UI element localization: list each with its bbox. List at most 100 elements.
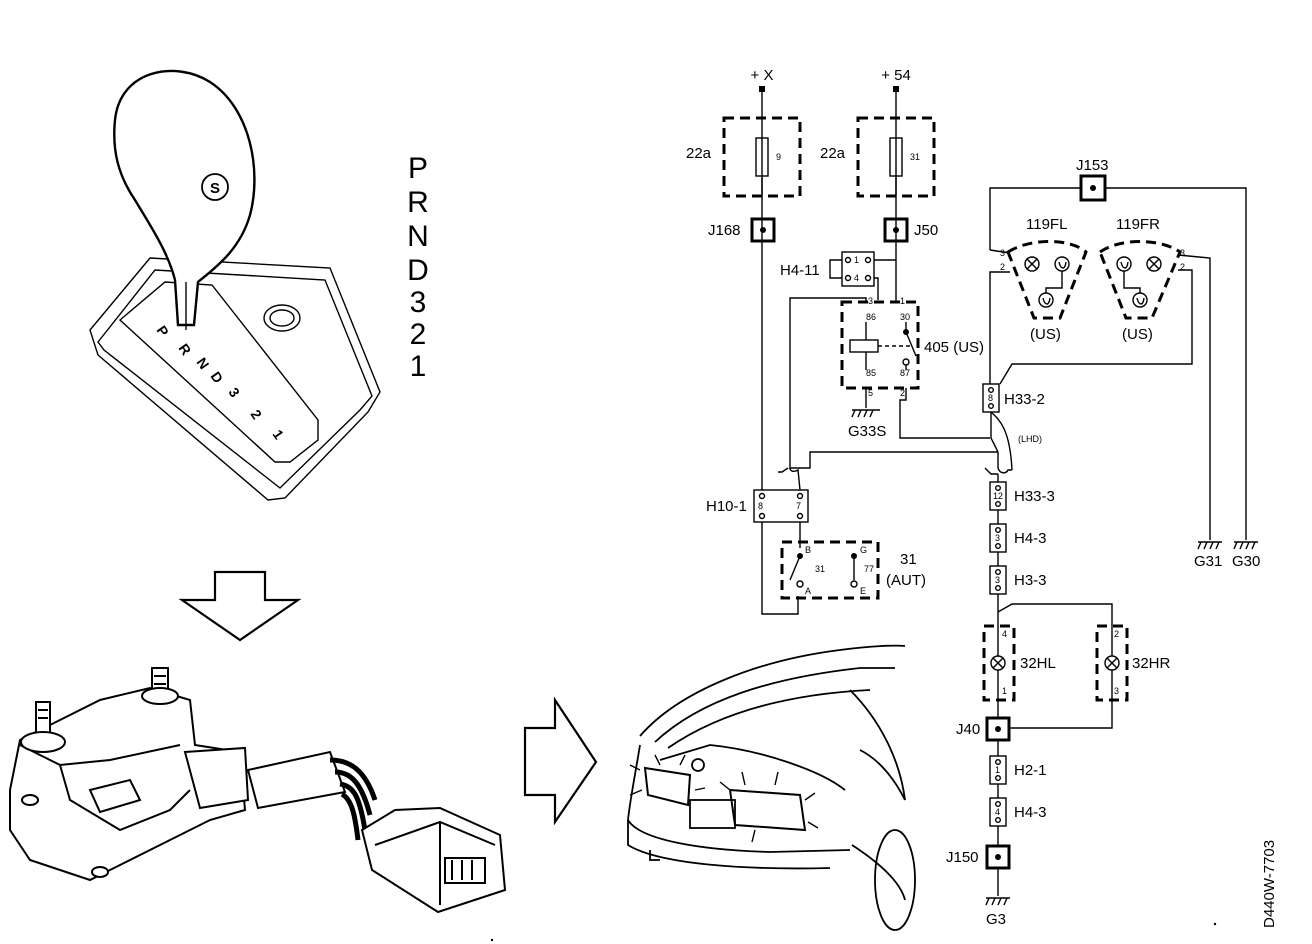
switch-pin-b: B (805, 545, 811, 555)
switch-inner-31: 31 (815, 564, 825, 574)
relay-wire-5: 5 (868, 388, 873, 398)
gate-label-p: P (154, 323, 172, 340)
gate-label-1: 1 (270, 427, 288, 443)
pin-h2-1: 1 (995, 765, 1000, 775)
connector-j50: J50 (883, 217, 938, 243)
ground-g3-label: G3 (986, 911, 1006, 928)
car-rear-illustration (627, 644, 916, 931)
connector-h2-1: 1 H2-1 (989, 755, 1047, 785)
relay-pin-85: 85 (866, 368, 876, 378)
lamp-119fr-us: (US) (1122, 326, 1153, 343)
pin-119fl-2: 2 (1000, 262, 1005, 272)
note-lhd: (LHD) (1018, 434, 1042, 444)
connector-h4-3-b: 4 H4-3 (989, 797, 1047, 827)
switch-pin-e: E (860, 586, 866, 596)
relay-405-label: 405 (US) (924, 339, 984, 356)
ground-g31: G31 (1194, 541, 1222, 570)
connector-j153-label: J153 (1076, 157, 1109, 174)
pin-32hl-1: 1 (1002, 686, 1007, 696)
pin-h4-3-b: 4 (995, 807, 1000, 817)
pin-119fl-3: 3 (1000, 248, 1005, 258)
connector-j150-label: J150 (946, 849, 979, 866)
pin-32hr-2: 2 (1114, 629, 1119, 639)
connector-h10-1: 8 7 H10-1 (706, 489, 809, 523)
fuse-left-number: 9 (776, 152, 781, 162)
gear-letter-n: N (407, 220, 429, 253)
ground-g3: G3 (985, 897, 1010, 928)
gear-letters-column: P R N D 3 2 1 (407, 152, 429, 383)
connector-h4-3-b-label: H4-3 (1014, 804, 1047, 821)
switch-31-aut: B G A E 31 77 31 (AUT) (780, 540, 926, 600)
down-arrow-icon (178, 570, 302, 642)
pin-h10-1-7: 7 (796, 501, 801, 511)
relay-wire-3: 3 (868, 296, 873, 306)
gear-letter-d: D (407, 254, 429, 287)
gear-selector-illustration: S P R N D 3 2 1 P R N D 3 2 1 (89, 69, 429, 501)
connector-h2-1-label: H2-1 (1014, 762, 1047, 779)
lamp-119fr-label: 119FR (1116, 216, 1160, 233)
ground-g30-label: G30 (1232, 553, 1260, 570)
pin-32hl-4: 4 (1002, 629, 1007, 639)
gate-label-d: D (208, 369, 227, 386)
gate-labels: P R N D 3 2 1 (154, 323, 288, 443)
connector-h3-3-label: H3-3 (1014, 572, 1047, 589)
gate-label-r: R (176, 341, 195, 358)
connector-h3-3: 3 H3-3 (989, 565, 1047, 595)
switch-31-sublabel: (AUT) (886, 572, 926, 589)
connector-j40-label: J40 (956, 721, 980, 738)
gate-label-3: 3 (226, 385, 244, 401)
supply-x-label: + X (751, 67, 774, 84)
knob-symbol: S (210, 180, 220, 197)
lamp-119fr: 119FR (US) 3 2 (999, 216, 1211, 540)
ground-g31-label: G31 (1194, 553, 1222, 570)
ground-g30: G30 (1232, 541, 1260, 570)
lamp-119fl-label: 119FL (1026, 216, 1067, 233)
relay-pin-87: 87 (900, 368, 910, 378)
connector-j40: J40 (956, 716, 1011, 742)
gear-letter-1: 1 (410, 350, 427, 383)
connector-h4-11: 1 4 H4-11 (780, 251, 896, 300)
fuse-22a-31: 22a 31 (820, 116, 936, 198)
document-id: D440W-7703 (1261, 840, 1278, 928)
switch-pin-a: A (805, 586, 811, 596)
gate-label-n: N (194, 355, 213, 372)
pin-h4-3-a: 3 (995, 533, 1000, 543)
ground-g33s: G33S (848, 388, 886, 440)
pin-32hr-3: 3 (1114, 686, 1119, 696)
switch-inner-77: 77 (864, 564, 874, 574)
connector-j150: J150 (946, 844, 1011, 870)
pin-119fr-3: 3 (1180, 248, 1185, 258)
pin-h10-1-8: 8 (758, 501, 763, 511)
gear-letter-p: P (408, 152, 428, 185)
switch-31-label: 31 (900, 551, 917, 568)
gear-letter-3: 3 (410, 286, 427, 319)
knob-s-badge (201, 173, 229, 201)
lamp-32hr-label: 32HR (1132, 655, 1171, 672)
connector-j168-label: J168 (708, 222, 741, 239)
relay-wire-1: 1 (900, 296, 905, 306)
right-arrow-icon (523, 696, 598, 826)
pin-h33-3: 12 (993, 491, 1003, 501)
ground-g33s-label: G33S (848, 423, 886, 440)
switch-pin-g: G (860, 545, 867, 555)
relay-wire-2: 2 (900, 388, 905, 398)
connector-h33-2: 8 H33-2 (LHD) (982, 383, 1045, 471)
relay-pin-30: 30 (900, 312, 910, 322)
gear-position-sensor-illustration (9, 667, 507, 914)
connector-h33-2-label: H33-2 (1004, 391, 1045, 408)
pin-h4-11-1: 1 (854, 255, 859, 265)
connector-h10-1-label: H10-1 (706, 498, 747, 515)
fuse-22a-9: 22a 9 (686, 116, 802, 198)
lamp-32hl-label: 32HL (1020, 655, 1056, 672)
fuse-left-box-label: 22a (686, 145, 712, 162)
connector-h4-11-label: H4-11 (780, 262, 820, 279)
connector-h33-3: 12 H33-3 (989, 481, 1055, 511)
gear-letter-r: R (407, 186, 429, 219)
supply-54-label: + 54 (881, 67, 911, 84)
lamp-32hl: 4 1 32HL (982, 624, 1056, 702)
lamp-119fl-us: (US) (1030, 326, 1061, 343)
pin-h4-11-4: 4 (854, 273, 859, 283)
pin-h33-2: 8 (988, 393, 993, 403)
connector-j153: J153 (1076, 157, 1109, 202)
